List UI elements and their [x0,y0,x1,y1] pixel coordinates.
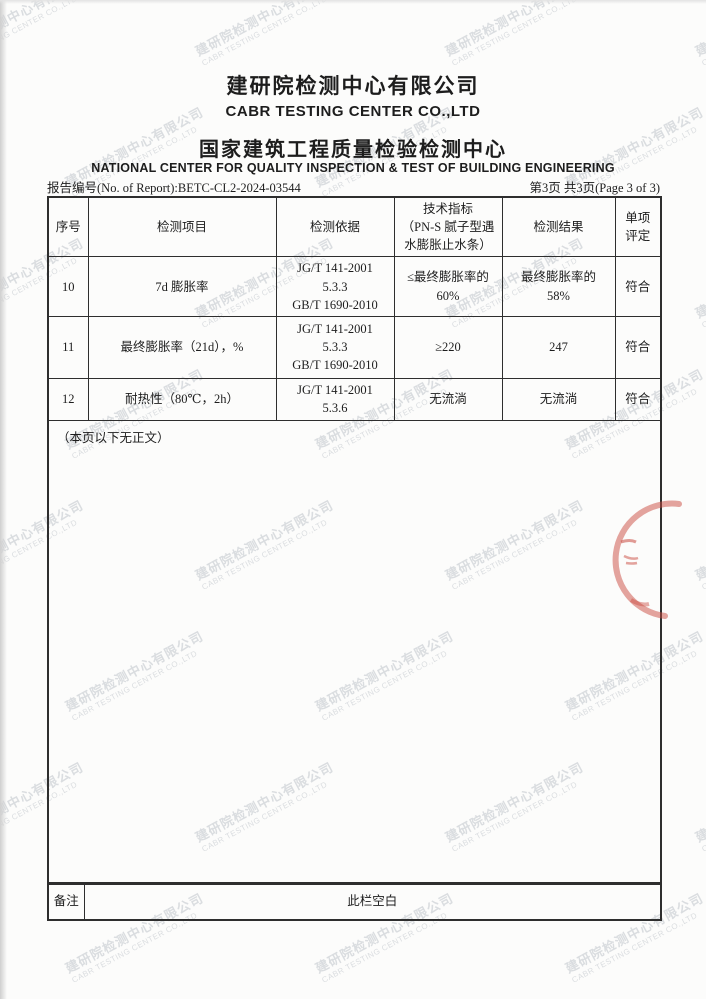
end-of-text-row: （本页以下无正文） [47,419,662,885]
cell-verdict: 符合 [614,256,662,317]
test-results-table: 序号 检测项目 检测依据 技术指标 （PN-S 腻子型遇 水膨胀止水条） 检测结… [47,196,662,886]
cell-no: 10 [47,256,89,317]
cell-item: 最终膨胀率（21d），% [87,315,277,379]
center-name-en: NATIONAL CENTER FOR QUALITY INSPECTION &… [91,161,615,175]
page-number: 第3页 共3页(Page 3 of 3) [529,181,660,195]
cell-no: 11 [47,315,89,379]
cell-spec: 无流淌 [393,377,503,421]
company-name-cn: 建研院检测中心有限公司 [226,74,480,98]
cell-result: 247 [501,315,616,379]
table-row: 10 7d 膨胀率 JG/T 141-2001 5.3.3 GB/T 1690-… [47,256,662,317]
col-header-basis: 检测依据 [275,196,395,258]
cell-result: 最终膨胀率的 58% [501,256,616,317]
remarks-row: 备注 此栏空白 [47,882,662,921]
cell-basis: JG/T 141-2001 5.3.3 GB/T 1690-2010 [275,256,395,317]
center-name-cn: 国家建筑工程质量检验检测中心 [199,139,507,161]
col-header-no: 序号 [47,196,89,258]
company-name-en: CABR TESTING CENTER CO.,LTD [225,103,481,120]
report-number: 报告编号(No. of Report):BETC-CL2-2024-03544 [47,181,301,195]
cell-verdict: 符合 [614,377,662,421]
cell-spec: ≥220 [393,315,503,379]
report-meta-line: 报告编号(No. of Report):BETC-CL2-2024-03544 … [47,177,660,196]
scan-shadow-top [0,0,706,4]
cell-basis: JG/T 141-2001 5.3.6 [275,377,395,421]
col-header-item: 检测项目 [87,196,277,258]
table-row: 12 耐热性（80℃，2h） JG/T 141-2001 5.3.6 无流淌 无… [47,377,662,421]
cell-verdict: 符合 [614,315,662,379]
remarks-label: 备注 [47,882,85,921]
cell-basis: JG/T 141-2001 5.3.3 GB/T 1690-2010 [275,315,395,379]
cell-item: 耐热性（80℃，2h） [87,377,277,421]
remarks-table: 备注 此栏空白 [47,882,662,921]
col-header-result: 检测结果 [501,196,616,258]
scan-shadow-left [0,0,7,999]
cell-spec: ≤最终膨胀率的 60% [393,256,503,317]
cell-result: 无流淌 [501,377,616,421]
col-header-spec: 技术指标 （PN-S 腻子型遇 水膨胀止水条） [393,196,503,258]
table-row: 11 最终膨胀率（21d），% JG/T 141-2001 5.3.3 GB/T… [47,315,662,379]
cell-item: 7d 膨胀率 [87,256,277,317]
end-of-text-note: （本页以下无正文） [47,419,662,885]
table-header-row: 序号 检测项目 检测依据 技术指标 （PN-S 腻子型遇 水膨胀止水条） 检测结… [47,196,662,258]
remarks-value: 此栏空白 [83,882,662,921]
cell-no: 12 [47,377,89,421]
col-header-verdict: 单项 评定 [614,196,662,258]
